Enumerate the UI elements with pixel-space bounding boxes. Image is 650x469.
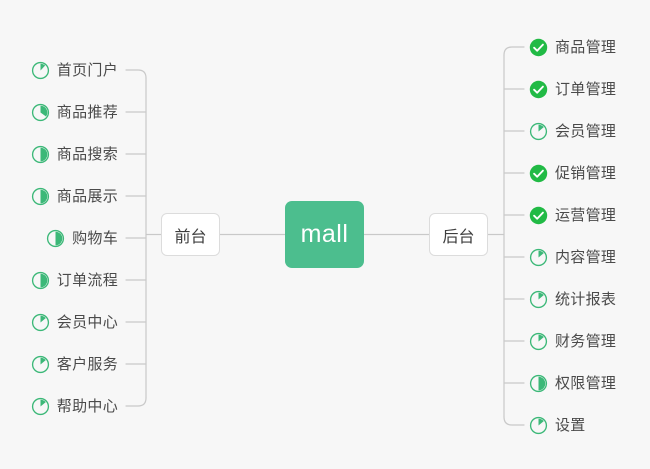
leaf-node-label: 运营管理 (555, 206, 617, 224)
leaf-node[interactable]: 商品搜索 (31, 141, 118, 167)
progress-ring-icon (529, 332, 548, 350)
leaf-node-label: 商品管理 (555, 38, 617, 56)
check-circle-icon (529, 80, 548, 98)
center-node-label: mall (300, 220, 349, 248)
check-circle-icon (529, 164, 548, 182)
progress-ring-icon (31, 145, 49, 163)
progress-ring-icon (31, 313, 49, 331)
leaf-node-label: 内容管理 (555, 248, 617, 266)
leaf-node[interactable]: 促销管理 (529, 160, 616, 186)
progress-ring-icon (529, 374, 548, 392)
branch-node-front[interactable]: 前台 (161, 213, 220, 256)
leaf-node-label: 客户服务 (56, 355, 118, 373)
leaf-node-label: 商品搜索 (56, 145, 118, 163)
progress-ring-icon (31, 103, 49, 121)
leaf-node[interactable]: 帮助中心 (31, 393, 118, 419)
branch-node-front-label: 前台 (174, 228, 207, 246)
leaf-node[interactable]: 购物车 (46, 225, 118, 251)
progress-ring-icon (31, 61, 49, 79)
center-node-mall[interactable]: mall (285, 201, 364, 268)
leaf-node[interactable]: 内容管理 (529, 244, 616, 270)
leaf-node-label: 会员管理 (555, 122, 617, 140)
leaf-node[interactable]: 设置 (529, 412, 586, 438)
leaf-node[interactable]: 商品管理 (529, 34, 616, 60)
leaf-node[interactable]: 订单流程 (31, 267, 118, 293)
leaf-node[interactable]: 商品展示 (31, 183, 118, 209)
leaf-node-label: 设置 (555, 416, 586, 434)
leaf-node-label: 统计报表 (555, 290, 617, 308)
leaf-node-label: 财务管理 (555, 332, 617, 350)
progress-ring-icon (31, 187, 49, 205)
leaf-node[interactable]: 客户服务 (31, 351, 118, 377)
leaf-node[interactable]: 会员管理 (529, 118, 616, 144)
progress-ring-icon (529, 122, 548, 140)
progress-ring-icon (31, 397, 49, 415)
leaf-node[interactable]: 订单管理 (529, 76, 616, 102)
leaf-node-label: 购物车 (72, 229, 118, 247)
progress-ring-icon (31, 355, 49, 373)
progress-ring-icon (529, 248, 548, 266)
leaf-node-label: 会员中心 (56, 313, 118, 331)
leaf-node-label: 帮助中心 (56, 397, 118, 415)
leaf-node[interactable]: 运营管理 (529, 202, 616, 228)
progress-ring-icon (529, 416, 548, 434)
leaf-node[interactable]: 统计报表 (529, 286, 616, 312)
leaf-node-label: 商品推荐 (56, 103, 118, 121)
check-circle-icon (529, 38, 548, 56)
check-circle-icon (529, 206, 548, 224)
progress-ring-icon (529, 290, 548, 308)
progress-ring-icon (31, 271, 49, 289)
leaf-node-label: 订单流程 (56, 271, 118, 289)
leaf-node-label: 订单管理 (555, 80, 617, 98)
leaf-node-label: 首页门户 (56, 61, 118, 79)
leaf-node[interactable]: 权限管理 (529, 370, 616, 396)
branch-node-back-label: 后台 (442, 228, 475, 246)
branch-node-back[interactable]: 后台 (429, 213, 488, 256)
leaf-node-label: 权限管理 (555, 374, 617, 392)
leaf-node[interactable]: 商品推荐 (31, 99, 118, 125)
leaf-node[interactable]: 财务管理 (529, 328, 616, 354)
leaf-node-label: 商品展示 (56, 187, 118, 205)
leaf-node[interactable]: 会员中心 (31, 309, 118, 335)
progress-ring-icon (47, 229, 65, 247)
leaf-node-label: 促销管理 (555, 164, 617, 182)
leaf-node[interactable]: 首页门户 (31, 57, 118, 83)
